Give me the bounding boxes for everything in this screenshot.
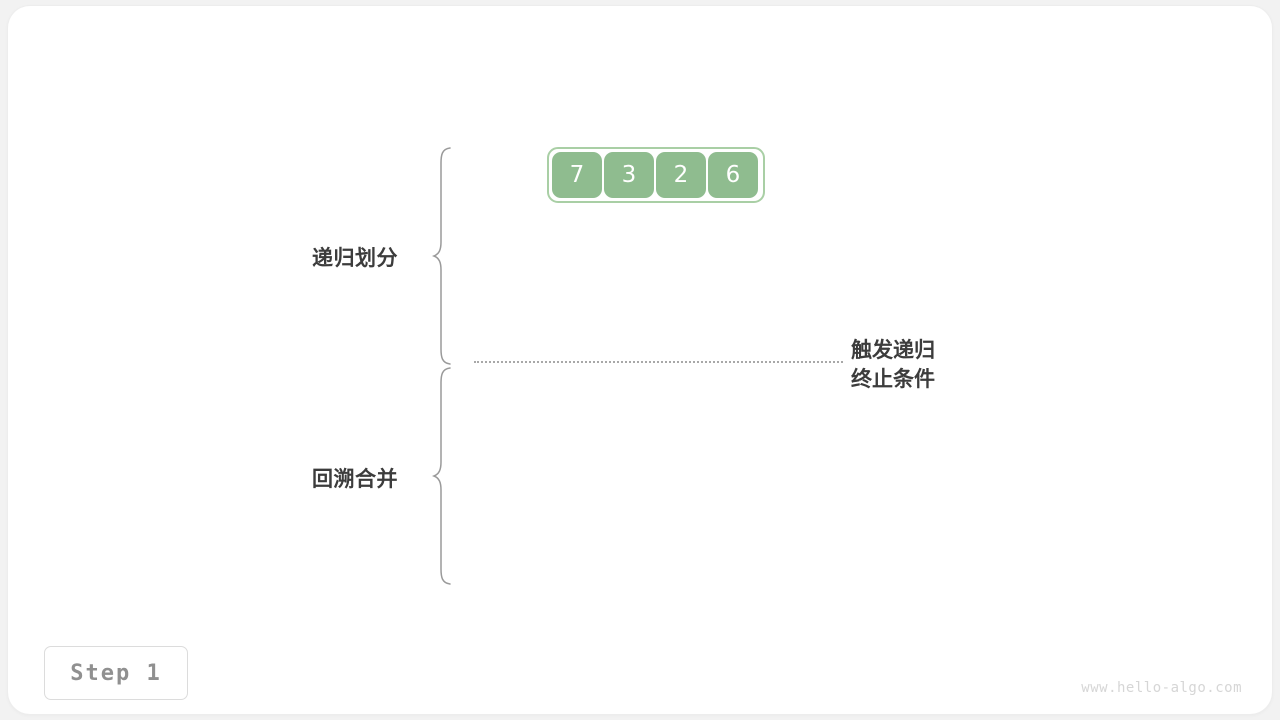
termination-annotation: 触发递归 终止条件 — [851, 336, 935, 394]
array-cell: 7 — [552, 152, 602, 198]
annotation-line-2: 终止条件 — [851, 367, 935, 391]
watermark: www.hello-algo.com — [1081, 680, 1242, 696]
page-card: 7 3 2 6 递归划分 回溯合并 触发递归 终止条件 Step 1 — [8, 6, 1272, 714]
array-container: 7 3 2 6 — [547, 147, 765, 203]
brace-divide — [432, 146, 458, 366]
dotted-divider — [474, 361, 843, 363]
step-badge: Step 1 — [44, 646, 188, 700]
brace-merge — [432, 366, 458, 586]
array-cell: 3 — [604, 152, 654, 198]
section-label-divide: 递归划分 — [312, 246, 398, 270]
annotation-line-1: 触发递归 — [851, 338, 935, 362]
section-label-merge: 回溯合并 — [312, 467, 398, 491]
array-cell: 2 — [656, 152, 706, 198]
array-cell: 6 — [708, 152, 758, 198]
